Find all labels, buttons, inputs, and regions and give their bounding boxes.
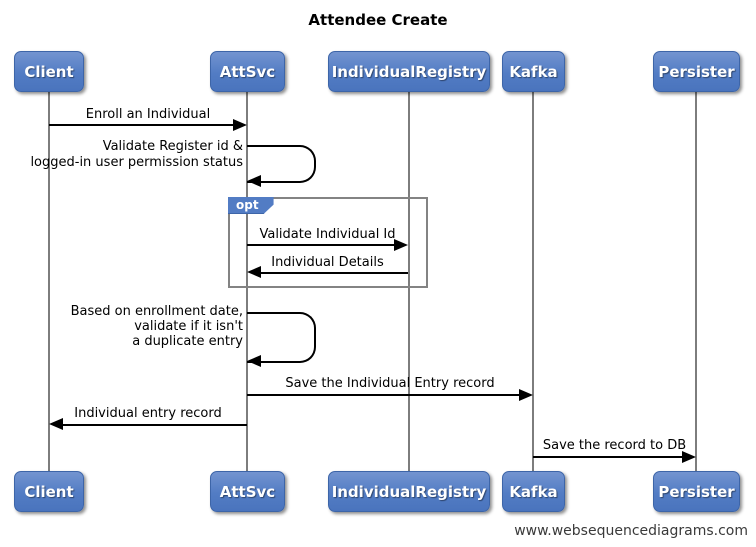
- message-line-entry-record: [63, 424, 247, 426]
- actor-label: Kafka: [509, 62, 558, 81]
- actor-client-bottom: Client: [14, 471, 84, 512]
- actor-label: IndividualRegistry: [331, 482, 487, 501]
- arrowhead-right-icon: [682, 451, 696, 463]
- message-line-enroll: [49, 124, 233, 126]
- actor-attsvc-top: AttSvc: [210, 51, 285, 92]
- message-line-validate-individual-id: [247, 244, 394, 246]
- lifeline-attsvc: [246, 92, 248, 471]
- actor-label: Kafka: [509, 482, 558, 501]
- message-label-enroll: Enroll an Individual: [85, 107, 211, 122]
- arrowhead-right-icon: [519, 389, 533, 401]
- lifeline-kafka: [532, 92, 534, 471]
- actor-individualregistry-bottom: IndividualRegistry: [328, 471, 490, 512]
- arrowhead-right-icon: [394, 239, 408, 251]
- actor-label: AttSvc: [219, 62, 276, 81]
- actor-kafka-top: Kafka: [502, 51, 565, 92]
- actor-kafka-bottom: Kafka: [502, 471, 565, 512]
- lifeline-individualregistry: [408, 92, 410, 471]
- message-line-save-db: [533, 456, 682, 458]
- message-label-entry-record: Individual entry record: [74, 406, 222, 421]
- watermark: www.websequencediagrams.com: [514, 523, 748, 539]
- actor-label: Client: [24, 482, 74, 501]
- arrowhead-left-icon: [247, 175, 261, 187]
- message-label-save-db: Save the record to DB: [542, 438, 687, 453]
- self-call-loop: [247, 312, 316, 363]
- actor-label: Persister: [658, 482, 735, 501]
- actor-persister-bottom: Persister: [653, 471, 740, 512]
- actor-persister-top: Persister: [653, 51, 740, 92]
- opt-fragment-frame: [228, 197, 428, 288]
- message-label-validate-register: Validate Register id & logged-in user pe…: [30, 139, 243, 170]
- message-label-validate-individual-id: Validate Individual Id: [259, 227, 396, 242]
- arrowhead-right-icon: [233, 119, 247, 131]
- actor-client-top: Client: [14, 51, 84, 92]
- actor-attsvc-bottom: AttSvc: [210, 471, 285, 512]
- message-label-duplicate-check: Based on enrollment date, validate if it…: [70, 304, 243, 349]
- message-line-individual-details: [261, 272, 408, 274]
- arrowhead-left-icon: [49, 418, 63, 430]
- actor-individualregistry-top: IndividualRegistry: [328, 51, 490, 92]
- actor-label: AttSvc: [219, 482, 276, 501]
- self-call-loop: [247, 145, 316, 183]
- message-label-save-entry: Save the Individual Entry record: [285, 376, 495, 391]
- actor-label: Persister: [658, 62, 735, 81]
- actor-label: Client: [24, 62, 74, 81]
- actor-label: IndividualRegistry: [331, 62, 487, 81]
- arrowhead-left-icon: [247, 355, 261, 367]
- message-line-save-entry: [247, 394, 519, 396]
- diagram-title: Attendee Create: [308, 11, 448, 29]
- arrowhead-left-icon: [247, 266, 261, 278]
- lifeline-client: [48, 92, 50, 471]
- lifeline-persister: [695, 92, 697, 471]
- message-label-individual-details: Individual Details: [271, 255, 384, 270]
- opt-fragment-label: opt: [228, 197, 274, 214]
